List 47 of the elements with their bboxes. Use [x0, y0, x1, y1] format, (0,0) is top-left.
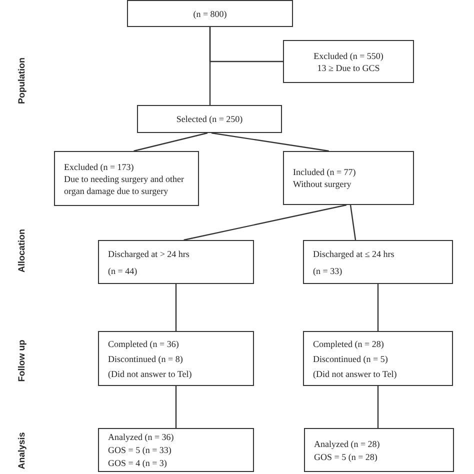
box-text: GOS = 5 (n = 33) [108, 444, 172, 456]
box-text: (Did not answer to Tel) [313, 368, 397, 380]
process-box [303, 240, 453, 284]
connector-line [134, 132, 208, 152]
box-text: Excluded (n = 550) [314, 50, 384, 62]
stage-label: Allocation [15, 228, 28, 275]
process-box [137, 105, 282, 133]
box-text: Discontinued (n = 5) [313, 352, 388, 364]
stage-label: Analysis [15, 431, 28, 472]
process-box [127, 0, 293, 27]
box-text: Excluded (n = 173) [64, 160, 134, 172]
process-box [98, 428, 254, 472]
stage-label: Follow up [15, 338, 28, 384]
stage-label: Population [15, 56, 28, 106]
connector-line [211, 132, 329, 152]
process-box [283, 40, 414, 83]
box-text: Analyzed (n = 36) [108, 431, 174, 443]
connector-line [175, 284, 177, 331]
connector-line [175, 386, 177, 428]
connector-line [377, 386, 379, 428]
box-text: (n = 44) [108, 264, 138, 276]
box-text: Included (n = 77) [293, 166, 356, 178]
process-box [283, 151, 414, 205]
connector-line [209, 27, 283, 62]
box-text: (n = 800) [193, 8, 227, 20]
box-text: GOS = 5 (n = 28) [314, 450, 378, 462]
box-text: Selected (n = 250) [176, 113, 243, 125]
process-box [98, 331, 254, 386]
box-text: Discharged at > 24 hrs [108, 248, 190, 260]
box-text: Analyzed (n = 28) [314, 438, 380, 450]
box-text: Discharged at ≤ 24 hrs [313, 248, 394, 260]
connector-line [350, 204, 356, 240]
box-text: (Did not answer to Tel) [108, 368, 192, 380]
process-box [304, 428, 454, 472]
process-box [303, 331, 453, 386]
process-box [54, 151, 199, 206]
box-text: (n = 33) [313, 264, 342, 276]
box-text: 13 ≥ Due to GCS [317, 62, 380, 74]
process-box [98, 240, 254, 284]
connector-line [184, 204, 347, 241]
connector-line [377, 284, 379, 331]
box-text: Due to needing surgery and other organ damage due to surgery [64, 172, 186, 196]
box-text: Completed (n = 28) [313, 338, 384, 350]
box-text: Without surgery [293, 178, 352, 190]
box-text: GOS = 4 (n = 3) [108, 457, 167, 469]
box-text: Discontinued (n = 8) [108, 352, 183, 364]
box-text: Completed (n = 36) [108, 338, 179, 350]
